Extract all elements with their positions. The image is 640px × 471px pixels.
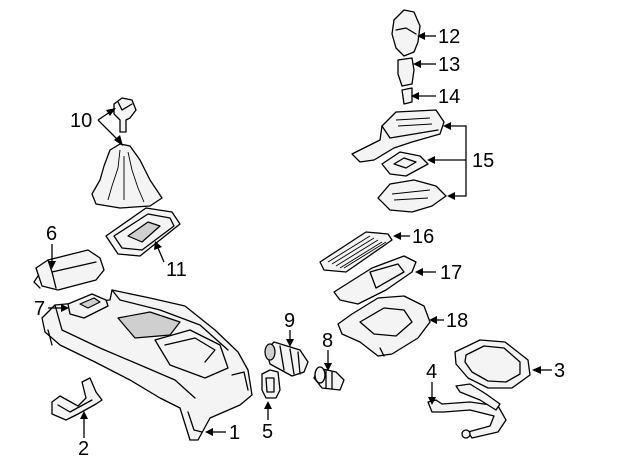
callout-14: 14 — [438, 86, 460, 108]
callout-labels: 1 2 3 4 5 6 7 8 9 10 11 12 13 14 15 16 1… — [34, 26, 565, 460]
callout-7: 7 — [34, 298, 45, 320]
callout-16: 16 — [412, 226, 434, 248]
part-18-insert — [337, 295, 431, 357]
part-10-shift-knob — [113, 97, 137, 133]
part-7-bezel — [67, 293, 109, 319]
part-14-button — [401, 87, 413, 105]
callout-8: 8 — [322, 330, 333, 352]
part-13-insert — [397, 57, 415, 87]
callout-13: 13 — [438, 54, 460, 76]
part-9-lighter — [264, 341, 309, 377]
callout-3: 3 — [554, 360, 565, 382]
part-11-base-plate — [105, 207, 181, 257]
part-10-shift-boot — [91, 143, 163, 209]
callout-18: 18 — [446, 310, 468, 332]
callout-5: 5 — [262, 421, 273, 443]
part-5-plug — [261, 369, 281, 399]
part-8-power-outlet — [313, 366, 345, 391]
callout-17: 17 — [440, 262, 462, 284]
callout-1: 1 — [229, 422, 240, 444]
callout-4: 4 — [426, 361, 437, 383]
callout-15: 15 — [472, 150, 494, 172]
part-17-tray — [333, 255, 417, 305]
part-4-boot-frame — [427, 383, 507, 439]
part-1-console — [41, 289, 253, 441]
part-12-auto-knob — [391, 9, 421, 57]
callout-10: 10 — [70, 110, 92, 132]
leader-lines — [48, 32, 552, 438]
part-2-bracket — [51, 377, 103, 421]
part-15-indicator — [351, 109, 447, 213]
callout-9: 9 — [284, 310, 295, 332]
callout-6: 6 — [46, 223, 57, 245]
part-16-mat — [319, 231, 393, 273]
part-3-trim-ring — [454, 339, 531, 389]
callout-11: 11 — [166, 259, 187, 281]
callout-12: 12 — [438, 26, 460, 48]
callout-2: 2 — [78, 438, 89, 460]
part-6-lid — [33, 249, 105, 291]
